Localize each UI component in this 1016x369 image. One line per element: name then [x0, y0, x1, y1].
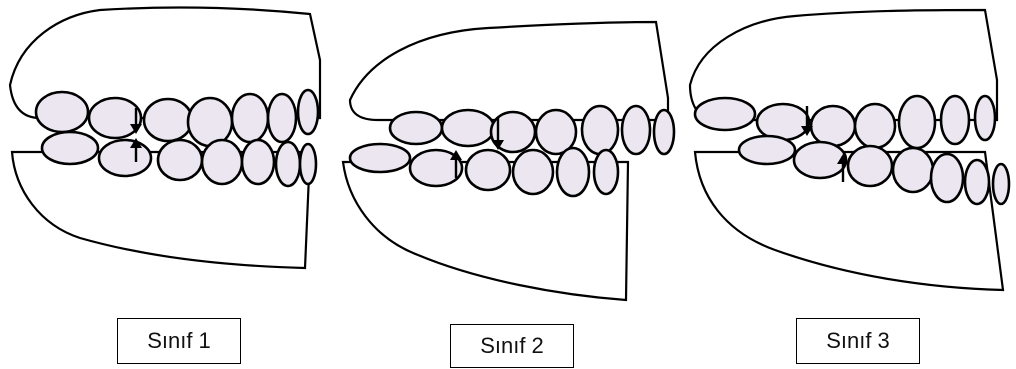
class-1-jaw-illustration [0, 0, 335, 300]
class-3-jaw-illustration [685, 0, 1016, 300]
class-3-diagram: Sınıf 3 [685, 0, 1016, 369]
class-2-label: Sınıf 2 [450, 324, 574, 368]
class-2-diagram: Sınıf 2 [338, 0, 678, 369]
upper-jaw [350, 22, 668, 120]
class-2-jaw-illustration [338, 0, 678, 300]
class-3-label: Sınıf 3 [796, 318, 920, 364]
class-1-diagram: Sınıf 1 [0, 0, 335, 369]
class-1-label: Sınıf 1 [117, 318, 241, 364]
